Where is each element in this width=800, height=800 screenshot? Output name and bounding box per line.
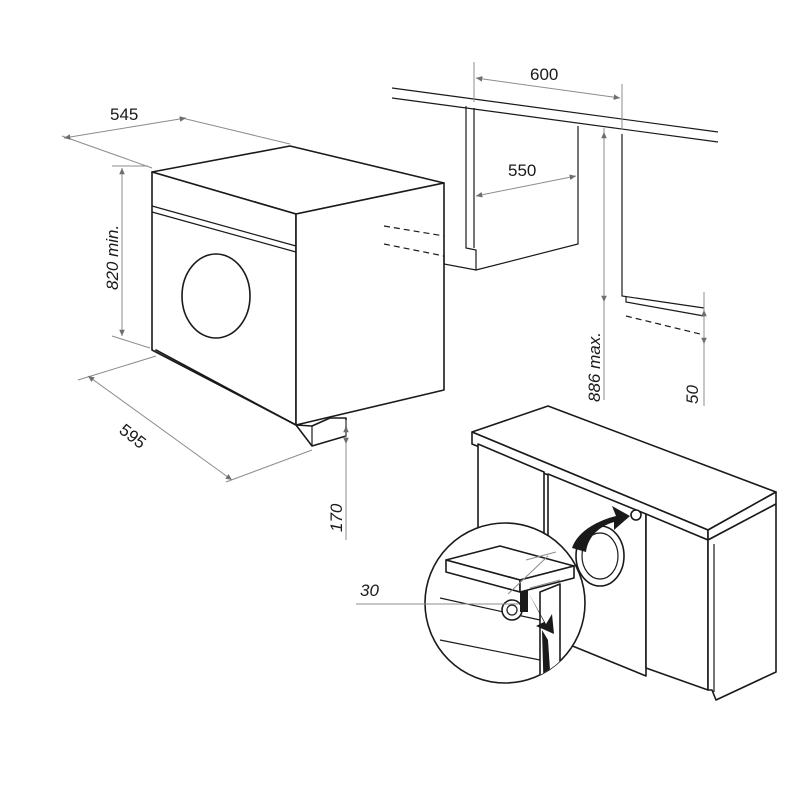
- countertop-edge: [391, 87, 719, 133]
- plinth-label: 50: [683, 385, 702, 404]
- dimension-depth: 545: [61, 105, 291, 169]
- dimension-height-min: 820 min.: [103, 165, 151, 349]
- niche-back-wall: [475, 126, 579, 271]
- niche-right-wall: [621, 134, 705, 309]
- cabinet-door: [645, 513, 709, 691]
- niche-height-label: 886 max.: [585, 332, 604, 402]
- control-panel-line: [151, 211, 297, 253]
- inner-width-label: 550: [508, 161, 536, 180]
- niche-width-label: 600: [530, 65, 558, 84]
- dimension-inner-width: 550: [475, 161, 577, 198]
- dimension-niche-height: 886 max.: [585, 128, 607, 402]
- bracket-offset-label: 30: [360, 581, 379, 600]
- hidden-line: [383, 243, 445, 257]
- dimension-foot-height: 170: [327, 420, 349, 540]
- machine-plinth: [155, 349, 347, 447]
- arrow-icon: [572, 506, 630, 552]
- washing-machine: [151, 145, 445, 447]
- niche-left-wall: [443, 106, 477, 271]
- depth-label: 545: [110, 105, 138, 124]
- machine-side: [295, 182, 445, 426]
- dimension-niche-width: 600: [473, 62, 623, 130]
- height-min-label: 820 min.: [103, 225, 122, 290]
- detail-magnifier: 30: [356, 522, 586, 684]
- width-label: 595: [116, 420, 150, 452]
- door-porthole: [181, 253, 251, 339]
- hidden-line: [383, 225, 445, 237]
- foot-height-label: 170: [327, 503, 346, 532]
- dimension-plinth: 50: [683, 292, 707, 406]
- niche-outline: [391, 87, 719, 335]
- arrow-icon: [528, 592, 554, 634]
